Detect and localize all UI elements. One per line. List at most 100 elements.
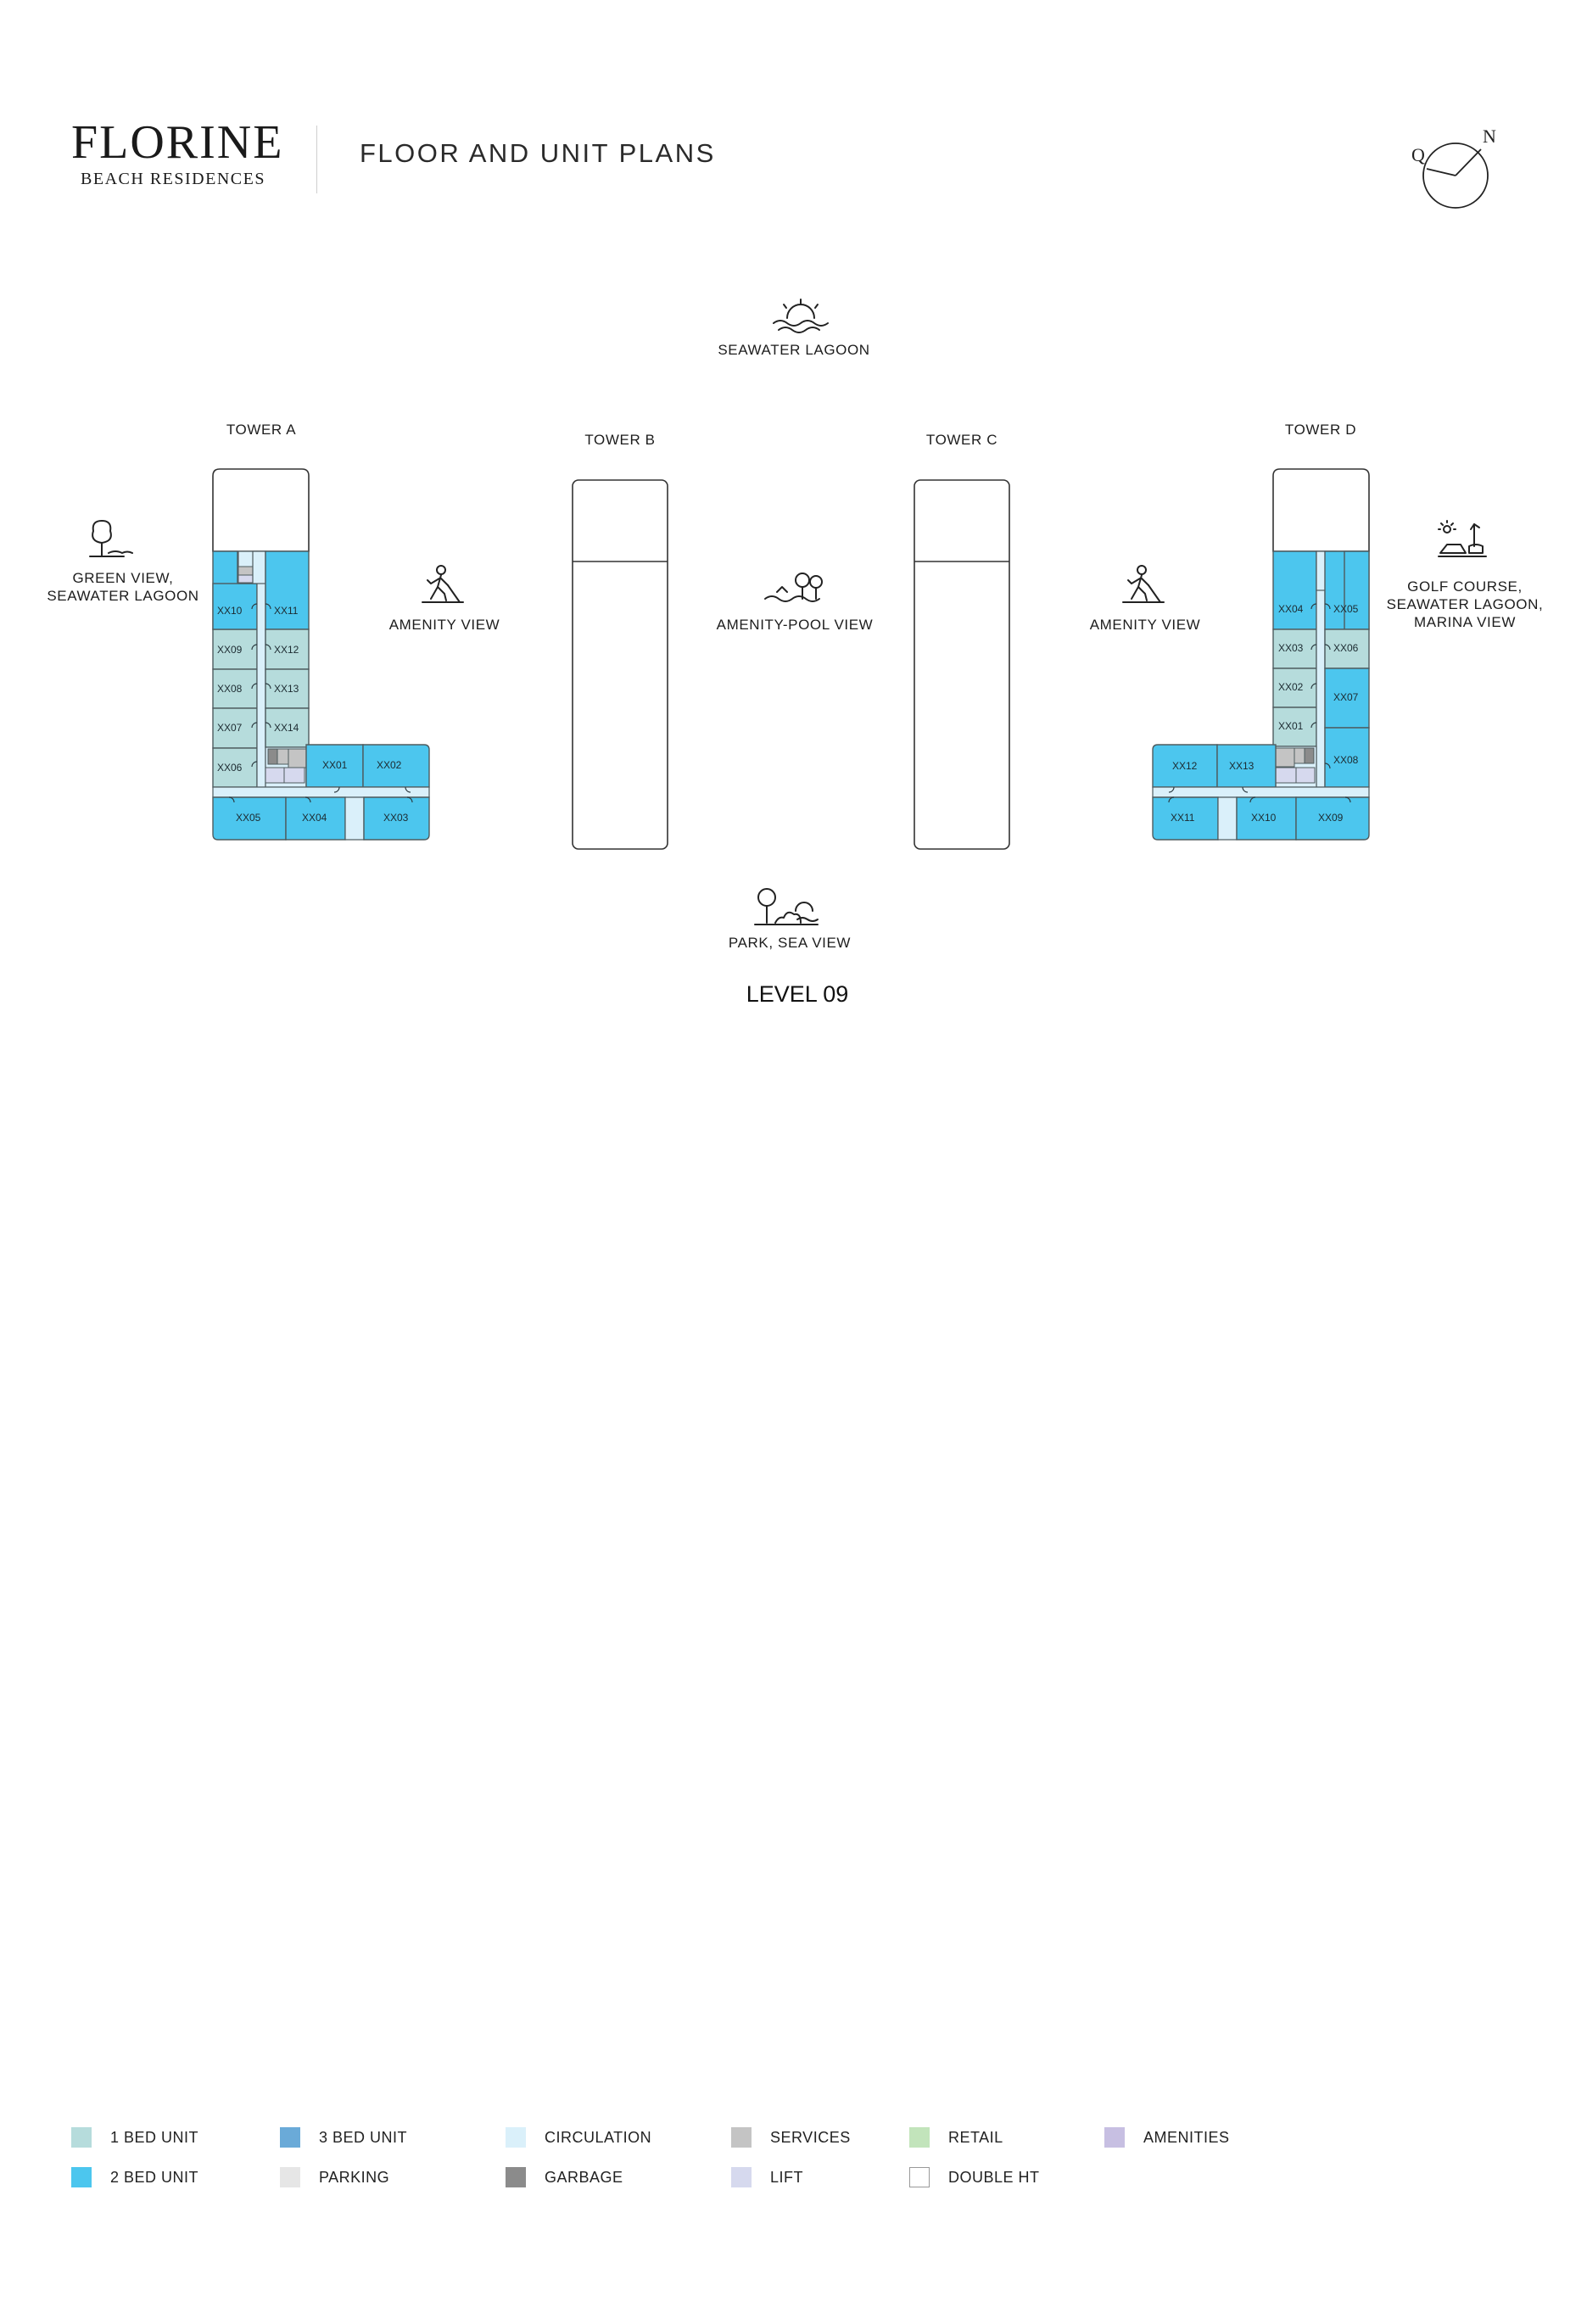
legend-swatch	[909, 2127, 930, 2148]
unit-label: XX13	[274, 683, 299, 695]
unit-a-xx14[interactable]	[265, 707, 310, 748]
unit-d-xx02[interactable]	[1272, 668, 1317, 708]
legend-label: 2 BED UNIT	[110, 2168, 199, 2186]
legend-swatch	[71, 2167, 92, 2187]
tower-a-doors	[228, 603, 413, 803]
unit-label: XX05	[1333, 603, 1359, 615]
tower-d-lift-3	[1295, 767, 1316, 784]
unit-d-xx11[interactable]	[1152, 796, 1219, 841]
unit-d-xx13[interactable]	[1216, 744, 1277, 788]
legend-label: CIRCULATION	[545, 2128, 652, 2146]
legend-item-garbage: GARBAGE	[506, 2167, 623, 2187]
amenity-view-left-label: AMENITY VIEW	[389, 617, 500, 633]
unit-label: XX08	[1333, 754, 1359, 766]
tower-d-corridor-2	[1152, 786, 1370, 798]
unit-a-xx11[interactable]	[265, 550, 310, 630]
compass-icon: Q N	[1411, 129, 1496, 209]
header-divider	[316, 126, 317, 193]
legend-swatch	[71, 2127, 92, 2148]
unit-label: XX11	[274, 605, 299, 617]
tower-d-label: TOWER D	[1285, 422, 1356, 438]
view-label-left-2: SEAWATER LAGOON	[47, 588, 198, 604]
view-label-top: SEAWATER LAGOON	[718, 342, 869, 358]
tower-b-label: TOWER B	[584, 432, 655, 448]
legend-label: 1 BED UNIT	[110, 2128, 199, 2146]
compass-right-letter: N	[1483, 129, 1496, 147]
unit-d-xx10[interactable]	[1236, 796, 1297, 841]
tower-a-services-3	[288, 748, 307, 768]
legend-label: LIFT	[770, 2168, 804, 2186]
unit-a-xx02[interactable]	[362, 744, 430, 788]
tower-d-lift-2	[1275, 767, 1297, 784]
unit-a-xx04[interactable]	[285, 796, 346, 841]
unit-a-xx03[interactable]	[363, 796, 430, 841]
legend-swatch	[1104, 2127, 1125, 2148]
legend-swatch	[506, 2167, 526, 2187]
unit-d-xx06[interactable]	[1324, 628, 1370, 669]
level-label: LEVEL 09	[746, 981, 849, 1007]
unit-d-xx08[interactable]	[1324, 727, 1370, 788]
unit-label: XX04	[302, 812, 327, 824]
legend-label: 3 BED UNIT	[319, 2128, 408, 2146]
unit-a-xx10-lower[interactable]	[212, 583, 258, 630]
tower-d-double-height	[1272, 468, 1370, 552]
tower-a-stair-2	[344, 796, 365, 841]
tower-d-stair-2	[1217, 796, 1238, 841]
amenity-view-right-label: AMENITY VIEW	[1090, 617, 1201, 633]
unit-d-xx03[interactable]	[1272, 628, 1317, 669]
tower-d-plan: XX04 XX03 XX02 XX01 XX05 XX06 XX07 XX08 …	[1152, 468, 1370, 841]
golf-boat-icon	[1438, 520, 1487, 557]
unit-label: XX14	[274, 722, 299, 734]
unit-label: XX12	[1172, 760, 1198, 772]
view-label-right-2: SEAWATER LAGOON,	[1387, 596, 1544, 612]
tower-b-plan	[572, 479, 668, 850]
tower-a-lift-2	[265, 767, 285, 784]
tower-c-label: TOWER C	[926, 432, 997, 448]
legend-item-lift: LIFT	[731, 2167, 803, 2187]
floor-plan-diagram: .u1 { fill: #b6dcdc; stroke: #4e5b5e; st…	[47, 299, 1544, 951]
legend-item-2-bed: 2 BED UNIT	[71, 2167, 198, 2187]
unit-label: XX03	[383, 812, 409, 824]
unit-label: XX10	[217, 605, 243, 617]
unit-label: XX04	[1278, 603, 1304, 615]
unit-label: XX09	[1318, 812, 1344, 824]
legend-swatch	[506, 2127, 526, 2148]
unit-a-xx05[interactable]	[212, 796, 287, 841]
legend-item-amenities: AMENITIES	[1104, 2127, 1230, 2148]
unit-d-xx01[interactable]	[1272, 707, 1317, 747]
unit-label: XX06	[217, 762, 243, 774]
unit-a-xx12[interactable]	[265, 628, 310, 670]
tower-d-garbage	[1304, 747, 1315, 764]
unit-label: XX13	[1229, 760, 1255, 772]
unit-d-xx04[interactable]	[1272, 550, 1317, 630]
unit-d-xx05-b[interactable]	[1344, 550, 1370, 630]
tower-b-outline	[572, 479, 668, 850]
legend-swatch	[280, 2127, 300, 2148]
legend-label: RETAIL	[948, 2128, 1003, 2146]
unit-label: XX07	[1333, 691, 1359, 703]
tower-d-doors	[1168, 603, 1351, 803]
legend-label: AMENITIES	[1143, 2128, 1230, 2146]
unit-d-xx07[interactable]	[1324, 668, 1370, 729]
tower-a-lift-3	[283, 767, 305, 784]
unit-a-xx13[interactable]	[265, 668, 310, 709]
legend-label: PARKING	[319, 2168, 390, 2186]
unit-label: XX02	[1278, 681, 1304, 693]
legend-item-3-bed: 3 BED UNIT	[280, 2127, 407, 2148]
tower-a-corridor	[256, 550, 266, 788]
brand-name: FLORINE	[71, 116, 284, 169]
unit-label: XX09	[217, 644, 243, 656]
tower-a-plan: XX10 XX09 XX08 XX07 XX06 XX11 XX12 XX13 …	[212, 468, 430, 841]
compass-left-letter: Q	[1411, 144, 1425, 165]
legend-swatch	[280, 2167, 300, 2187]
tower-d-services-2	[1275, 747, 1295, 768]
unit-label: XX10	[1251, 812, 1277, 824]
tower-a-corridor-2	[212, 786, 430, 798]
legend-item-circulation: CIRCULATION	[506, 2127, 651, 2148]
legend-swatch	[731, 2167, 752, 2187]
legend-item-double-ht: DOUBLE HT	[909, 2167, 1040, 2187]
unit-d-xx09[interactable]	[1295, 796, 1370, 841]
legend-item-retail: RETAIL	[909, 2127, 1003, 2148]
unit-label: XX01	[322, 759, 348, 771]
tree-icon	[89, 520, 133, 557]
